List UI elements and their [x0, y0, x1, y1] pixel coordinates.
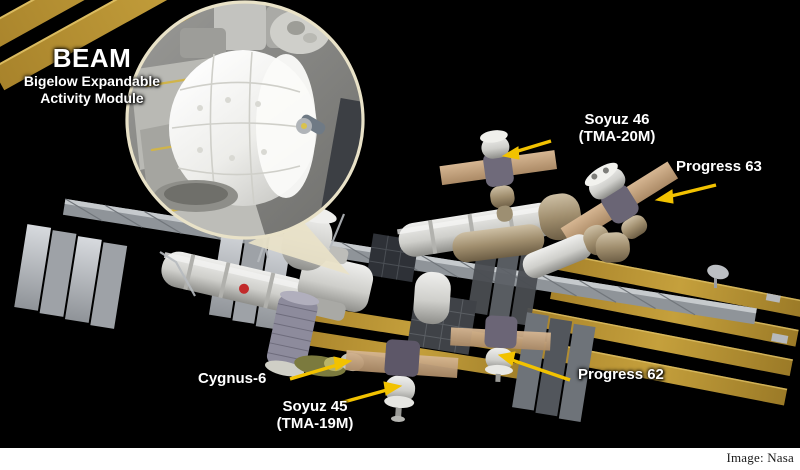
- label-soyuz-46-line2: (TMA-20M): [578, 127, 656, 145]
- beam-title-text: BEAM: [52, 43, 132, 73]
- label-progress-63-line1: Progress 63: [676, 158, 762, 175]
- callout-arrows: [289, 139, 717, 405]
- antenna-dish: [707, 264, 729, 288]
- arrow-cygnus-6: [289, 356, 353, 381]
- arrow-soyuz-46: [501, 139, 552, 160]
- label-progress-62: Progress 62: [578, 366, 664, 384]
- arrow-soyuz-45: [339, 381, 403, 405]
- beam-subtitle-line2: Activity Module: [40, 89, 144, 106]
- arrow-progress-63: [654, 183, 717, 204]
- soyuz-46-spacecraft: [439, 130, 558, 222]
- label-soyuz-46-line1: Soyuz 46: [584, 111, 650, 128]
- label-progress-63: Progress 63: [676, 158, 762, 176]
- iss-illustration: [0, 0, 800, 422]
- beam-subtitle-line1: Bigelow Expandable: [23, 73, 161, 90]
- soyuz-45-spacecraft: [345, 339, 459, 422]
- label-soyuz-45: Soyuz 45 (TMA-19M): [250, 398, 380, 433]
- beam-module: [154, 50, 317, 212]
- image-credit: Image: Nasa: [726, 450, 794, 465]
- label-cygnus-6-line1: Cygnus-6: [198, 370, 267, 387]
- label-soyuz-45-line2: (TMA-19M): [276, 414, 354, 432]
- cygnus-6-spacecraft: [264, 290, 320, 377]
- label-soyuz-46: Soyuz 46 (TMA-20M): [552, 111, 682, 146]
- arrow-progress-62: [497, 351, 571, 382]
- beam-magnifier-callout: [125, 0, 365, 275]
- label-progress-62-line1: Progress 62: [578, 366, 664, 383]
- iss-photo: [0, 0, 800, 448]
- label-cygnus-6: Cygnus-6: [198, 370, 267, 388]
- port-solar-arrays: [0, 0, 381, 91]
- label-soyuz-45-line1: Soyuz 45: [282, 398, 348, 415]
- robotic-arm-fitting: [296, 114, 326, 135]
- beam-callout-title: BEAM Bigelow Expandable Activity Module: [12, 43, 172, 106]
- docked-vehicle-aft: [595, 232, 630, 263]
